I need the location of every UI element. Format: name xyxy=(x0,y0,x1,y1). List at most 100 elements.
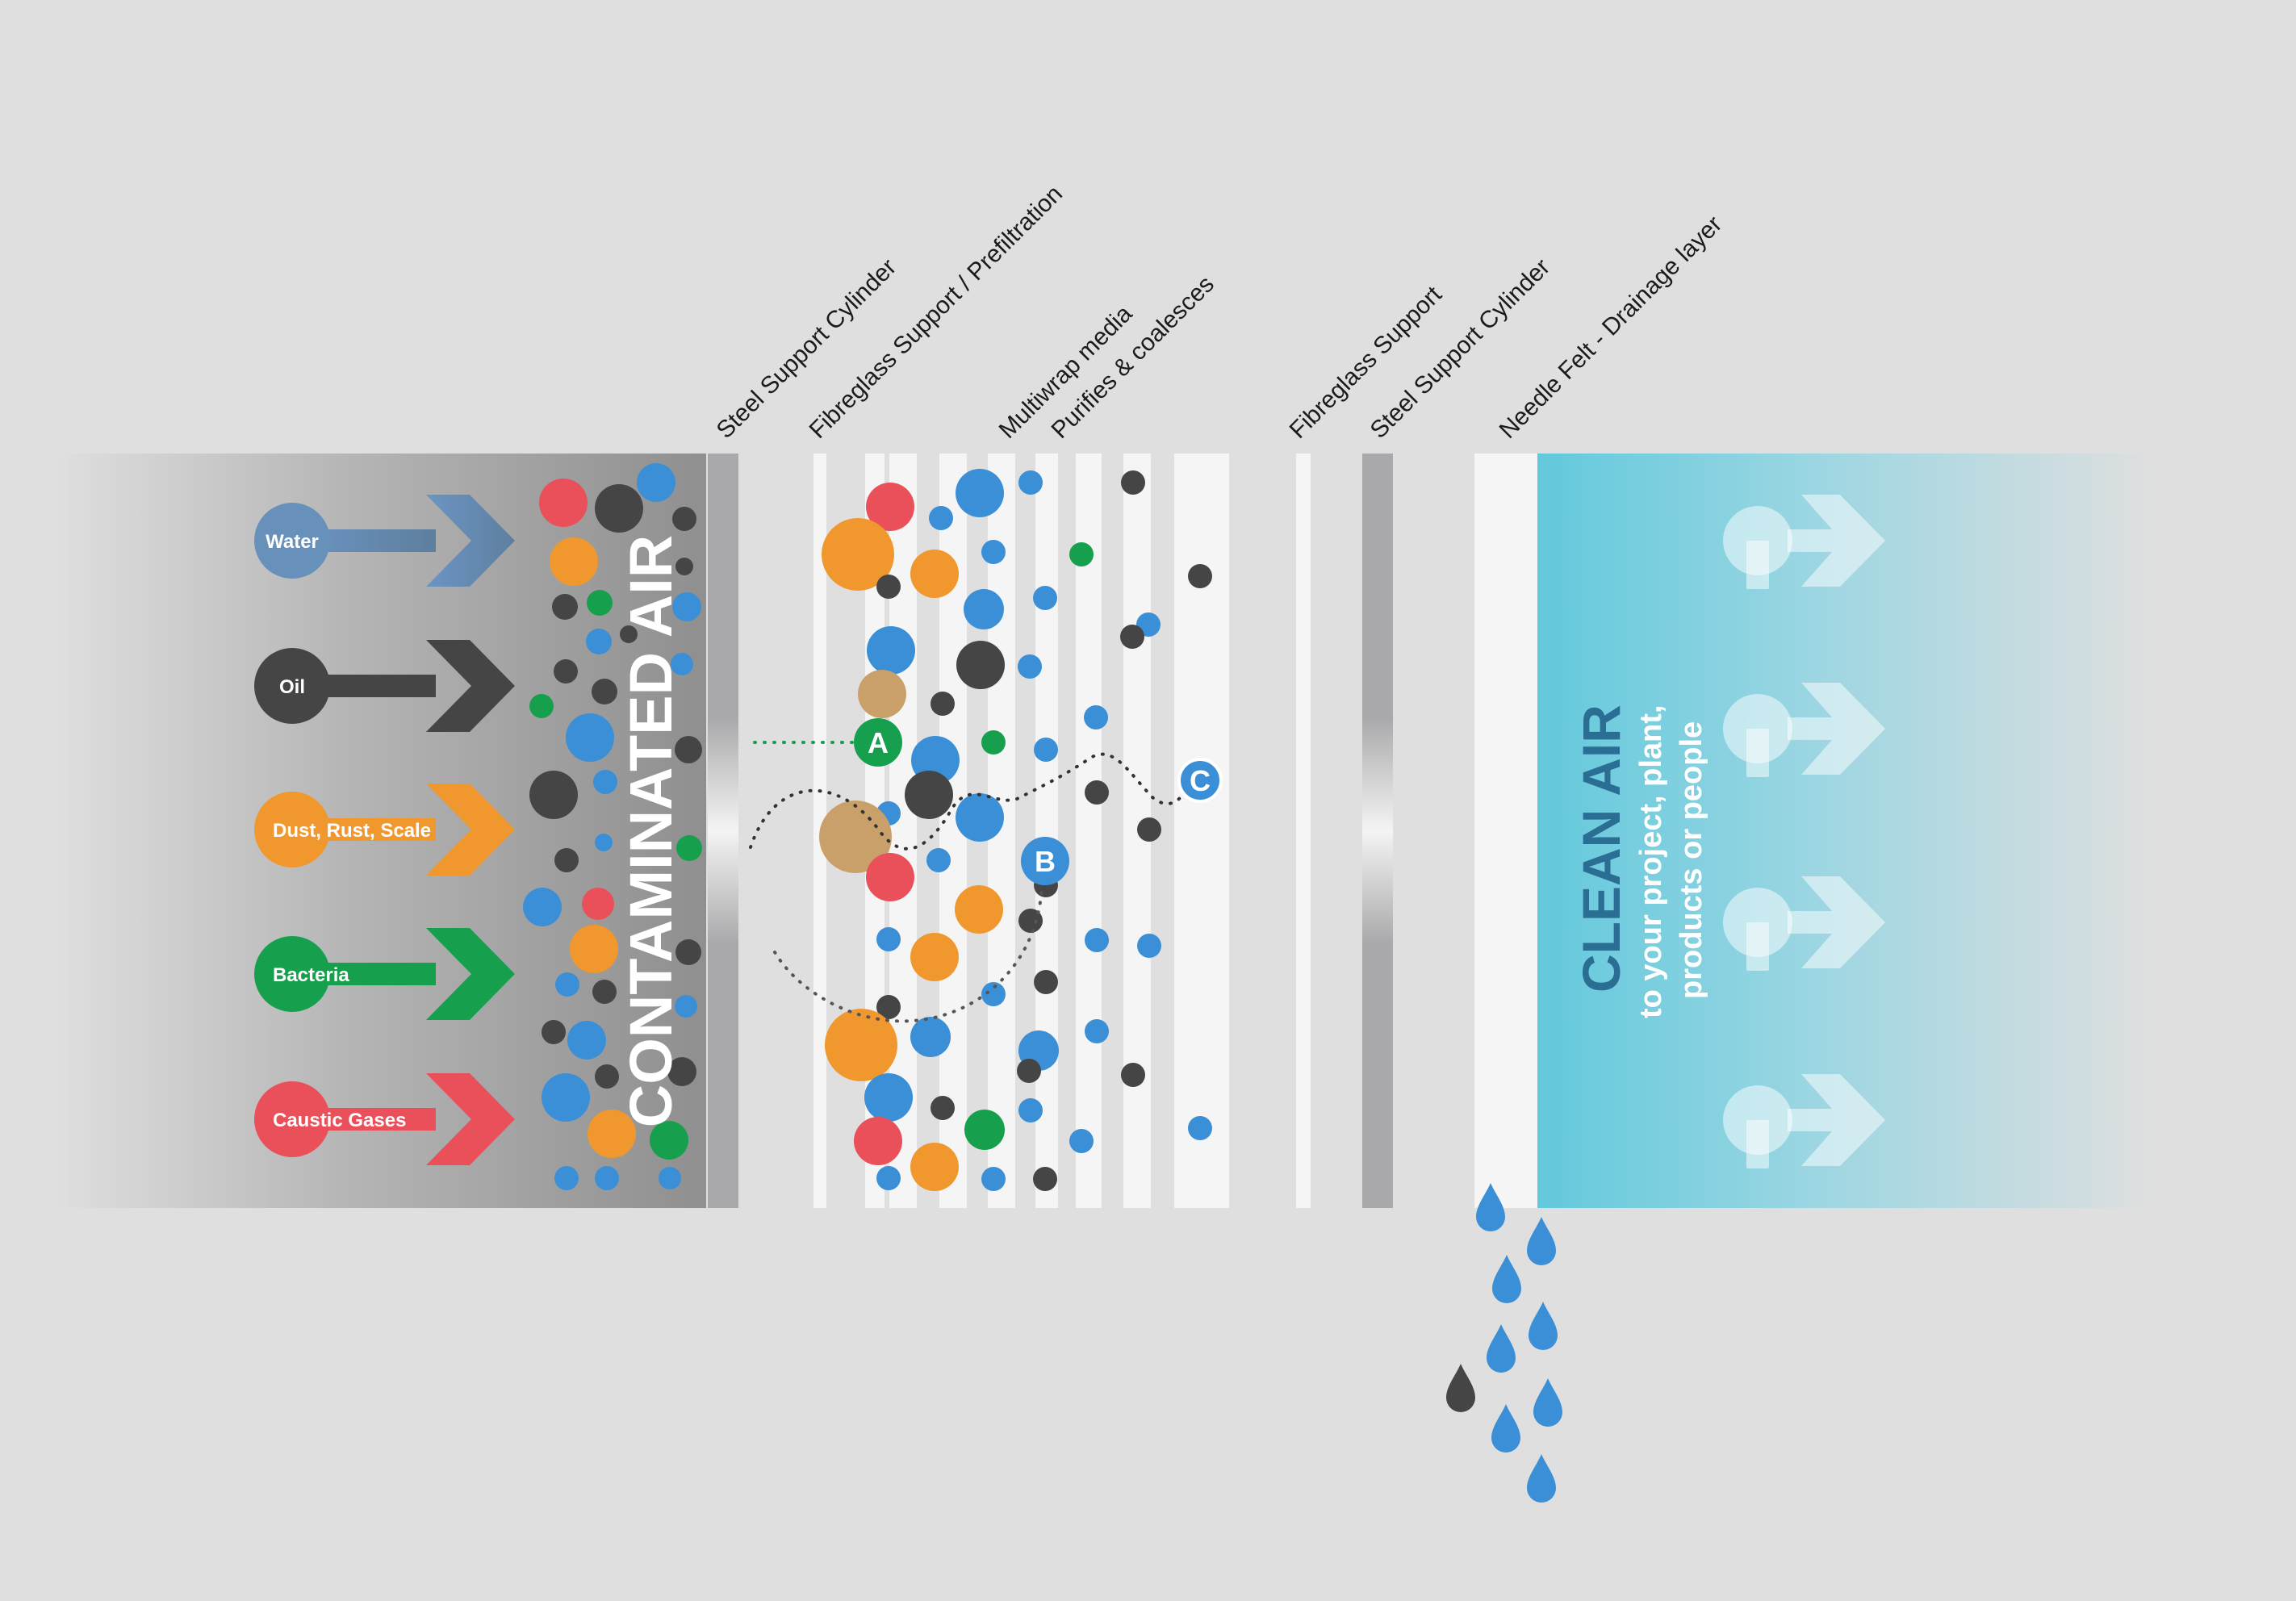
particle-49 xyxy=(1188,564,1212,588)
particle-12 xyxy=(671,653,693,675)
particle-47 xyxy=(981,540,1006,564)
particle-32 xyxy=(595,1064,619,1089)
drop-6 xyxy=(1446,1364,1475,1412)
particle-36 xyxy=(650,1121,688,1160)
marker-a: A xyxy=(854,718,902,767)
particle-40 xyxy=(866,483,914,531)
particle-71 xyxy=(866,853,914,901)
particle-8 xyxy=(552,594,578,620)
label-fibreglass-support: Fibreglass Support xyxy=(1285,281,1448,444)
path-b xyxy=(773,858,1044,1023)
particle-87 xyxy=(864,1073,913,1122)
particle-16 xyxy=(566,713,614,762)
clean-air-subtitle-line2: products or people xyxy=(1675,721,1708,999)
particle-34 xyxy=(667,1057,696,1086)
particle-73 xyxy=(955,885,1003,934)
particle-17 xyxy=(675,736,702,763)
particle-13 xyxy=(554,659,578,683)
particles xyxy=(523,463,1212,1191)
particle-18 xyxy=(529,771,578,819)
layer-labels: Steel Support Cylinder Fibreglass Suppor… xyxy=(712,181,1728,444)
particle-3 xyxy=(637,463,675,502)
particle-9 xyxy=(587,590,613,616)
clean-air-arrow-2 xyxy=(1723,683,1885,777)
particle-35 xyxy=(588,1110,636,1158)
particle-82 xyxy=(825,1009,897,1081)
svg-text:A: A xyxy=(868,726,889,759)
particle-33 xyxy=(542,1073,590,1122)
particle-22 xyxy=(554,848,579,872)
particle-25 xyxy=(570,925,618,973)
label-needle-felt-drainage: Needle Felt - Drainage layer xyxy=(1495,211,1728,444)
particle-31 xyxy=(567,1021,606,1060)
particle-62 xyxy=(1034,738,1058,762)
particle-21 xyxy=(676,835,702,861)
particle-75 xyxy=(910,933,959,981)
particle-28 xyxy=(592,980,617,1004)
particle-98 xyxy=(1033,1167,1057,1191)
particle-86 xyxy=(1017,1059,1041,1083)
particle-56 xyxy=(956,641,1005,689)
particle-59 xyxy=(931,692,955,716)
particle-24 xyxy=(582,888,614,920)
particle-48 xyxy=(1069,542,1094,566)
steel-support-cylinder-1 xyxy=(708,454,738,1208)
marker-badges: A B C xyxy=(854,718,1223,885)
drop-8 xyxy=(1491,1404,1520,1453)
particle-76 xyxy=(1018,909,1043,933)
drainage-drops xyxy=(1446,1183,1562,1503)
particle-15 xyxy=(529,694,554,718)
clean-air-title: CLEAN AIR xyxy=(1571,704,1631,993)
particle-66 xyxy=(956,793,1004,842)
contaminant-label-5: Caustic Gases xyxy=(273,1110,406,1131)
steel-support-cylinder-2 xyxy=(1362,454,1393,1208)
contaminant-arrow-1: Water xyxy=(254,495,515,587)
particle-41 xyxy=(929,506,953,530)
particle-91 xyxy=(1121,1063,1145,1087)
particle-77 xyxy=(1085,928,1109,952)
particle-58 xyxy=(858,670,906,718)
drop-1 xyxy=(1476,1183,1505,1231)
particle-96 xyxy=(876,1166,901,1190)
particle-61 xyxy=(981,730,1006,755)
particle-93 xyxy=(910,1143,959,1191)
particle-95 xyxy=(1188,1116,1212,1140)
particle-57 xyxy=(1018,654,1042,679)
clean-air-arrow-1 xyxy=(1723,495,1885,589)
particle-55 xyxy=(867,626,915,675)
particle-46 xyxy=(910,550,959,598)
contaminant-arrow-4: Bacteria xyxy=(254,928,515,1020)
svg-text:B: B xyxy=(1035,845,1056,878)
contaminated-air-title: CONTAMINATED AIR xyxy=(617,535,684,1127)
particle-60 xyxy=(1084,705,1108,729)
particle-44 xyxy=(1121,470,1145,495)
contaminant-arrow-2: Oil xyxy=(254,640,515,732)
drop-9 xyxy=(1527,1454,1556,1503)
particle-51 xyxy=(964,589,1004,629)
particle-68 xyxy=(819,800,892,873)
clean-air-subtitle-line1: to your project, plant, xyxy=(1634,705,1668,1018)
contaminant-label-1: Water xyxy=(266,531,319,553)
clean-air-arrow-3 xyxy=(1723,876,1885,971)
particle-6 xyxy=(675,558,693,575)
particle-27 xyxy=(555,972,579,997)
particle-19 xyxy=(593,770,617,794)
particle-92 xyxy=(854,1117,902,1165)
particle-80 xyxy=(1034,970,1058,994)
contaminant-label-4: Bacteria xyxy=(273,964,349,986)
clean-air-arrows xyxy=(1723,495,1885,1168)
particle-81 xyxy=(876,995,901,1019)
particle-88 xyxy=(931,1096,955,1120)
particle-89 xyxy=(964,1110,1005,1150)
particle-94 xyxy=(1069,1129,1094,1153)
particle-7 xyxy=(672,592,701,621)
particle-74 xyxy=(876,927,901,951)
particle-97 xyxy=(981,1167,1006,1191)
particle-45 xyxy=(822,518,894,591)
particle-1 xyxy=(539,479,588,527)
contaminant-label-3: Dust, Rust, Scale xyxy=(273,820,431,842)
contaminant-label-2: Oil xyxy=(279,676,305,698)
drop-2 xyxy=(1527,1217,1556,1265)
